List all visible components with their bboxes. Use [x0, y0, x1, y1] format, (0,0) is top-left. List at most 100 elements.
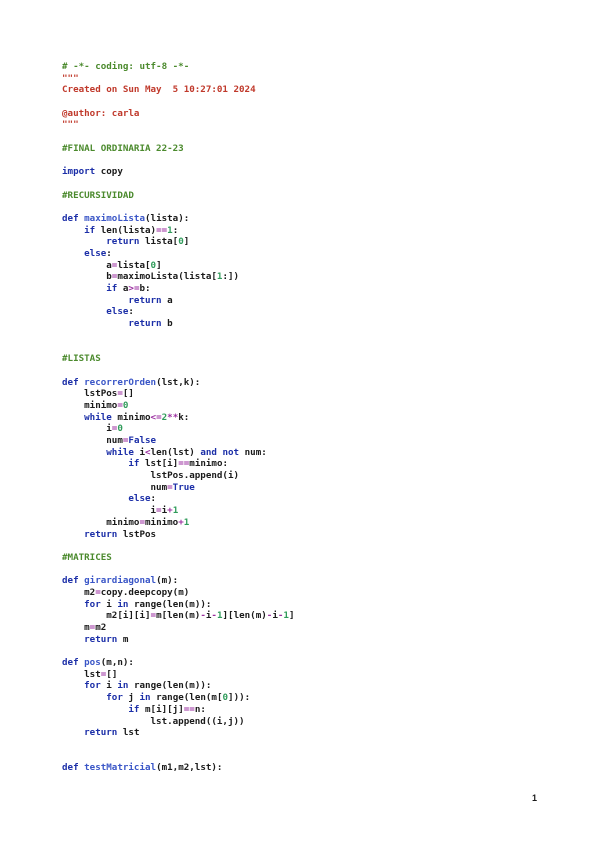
code-token: def [62, 575, 85, 587]
code-token [62, 458, 128, 469]
code-token: return [84, 528, 118, 540]
code-token [62, 236, 106, 247]
code-token: maximoLista [84, 212, 145, 224]
code-line: def girardiagonal(m): [62, 575, 295, 587]
code-line: minimo=0 [62, 400, 295, 412]
code-line: #LISTAS [62, 353, 295, 365]
code-line [62, 155, 295, 167]
code-token: Created on Sun May 5 10:27:01 2024 [62, 84, 256, 96]
code-token: False [128, 435, 157, 446]
code-token: minimo [111, 411, 151, 423]
code-token: def [62, 762, 85, 774]
code-line: minimo=minimo+1 [62, 517, 295, 529]
code-token: k: [178, 411, 190, 423]
code-token: (m1,m2,lst): [156, 762, 223, 774]
code-line: lst=[] [62, 669, 295, 681]
code-token [62, 283, 106, 294]
code-line: m2=copy.deepcopy(m) [62, 587, 295, 599]
code-token: return [84, 727, 118, 739]
code-token: maximoLista(lista[ [117, 271, 217, 283]
code-token: m2 [62, 586, 96, 598]
code-token [62, 306, 106, 317]
code-token: lst [117, 727, 140, 739]
code-token: i [62, 423, 112, 435]
code-line: i=i+1 [62, 505, 295, 517]
code-token: >= [128, 283, 140, 295]
code-token: copy [95, 166, 123, 178]
code-token: and not [200, 446, 240, 458]
code-line [62, 739, 295, 751]
code-token: = [100, 668, 107, 680]
code-token: = [95, 586, 101, 598]
code-token: import [62, 166, 96, 178]
code-line: while i<len(lst) and not num: [62, 447, 295, 459]
code-token: - [211, 610, 217, 622]
code-line: b=maximoLista(lista[1:]) [62, 271, 295, 283]
code-token: [] [106, 668, 118, 680]
code-token: else [128, 493, 151, 505]
code-line: num=True [62, 482, 295, 494]
code-token: n: [194, 703, 206, 715]
code-token: 0 [122, 399, 129, 411]
code-token: else [106, 306, 129, 318]
code-token: True [172, 481, 195, 493]
code-token: lst[i] [139, 458, 179, 470]
code-token: #LISTAS [62, 353, 101, 365]
code-line: #MATRICES [62, 552, 295, 564]
code-token: num: [239, 446, 267, 458]
code-token: 1 [172, 505, 179, 517]
code-token: i [100, 680, 118, 692]
code-token: # -*- coding: utf-8 -*- [62, 61, 190, 72]
code-token: else [84, 248, 107, 259]
code-token: in [139, 692, 151, 704]
code-token [62, 412, 84, 423]
code-line: lst.append((i,j)) [62, 716, 295, 728]
code-token [62, 248, 84, 259]
code-token: ] [183, 236, 190, 248]
code-token: = [111, 423, 118, 435]
code-line [62, 645, 295, 657]
code-token: copy.deepcopy(m) [100, 586, 190, 598]
code-token: return [128, 318, 162, 330]
code-token: testMatricial [84, 762, 157, 774]
code-token: i [62, 505, 157, 517]
code-token: lstPos [62, 388, 118, 400]
code-token: == [156, 224, 168, 236]
code-line: else: [62, 306, 295, 318]
code-token: = [111, 271, 118, 283]
code-line: if lst[i]==minimo: [62, 458, 295, 470]
code-token: girardiagonal [84, 575, 157, 587]
code-token [62, 529, 84, 540]
code-token [62, 599, 84, 610]
code-line: a=lista[0] [62, 260, 295, 272]
code-token: ][len(m) [222, 610, 267, 622]
code-line: Created on Sun May 5 10:27:01 2024 [62, 84, 295, 96]
code-token: minimo: [189, 458, 229, 470]
code-line: i=0 [62, 423, 295, 435]
code-token: in [117, 680, 129, 692]
code-token: @author: carla [62, 107, 140, 119]
code-token: (m): [156, 575, 179, 587]
code-token: for [84, 680, 101, 692]
code-token: = [167, 481, 173, 493]
code-line: for j in range(len(m[0])): [62, 692, 295, 704]
code-line: if len(lista)==1: [62, 225, 295, 237]
code-token: lstPos [117, 528, 157, 540]
code-token: (m,n): [100, 657, 134, 669]
code-token: = [89, 622, 96, 633]
code-token: def [62, 657, 85, 669]
code-token: return [84, 633, 118, 645]
code-line: for i in range(len(m)): [62, 680, 295, 692]
code-line: return lst [62, 727, 295, 739]
code-token: 0 [117, 423, 123, 435]
code-token: - [200, 610, 206, 622]
code-token: = [156, 505, 162, 517]
code-token: j [122, 692, 140, 704]
code-line [62, 751, 295, 763]
code-token: ])): [228, 692, 251, 704]
code-token: for [84, 598, 101, 610]
code-token: """ [62, 72, 79, 84]
code-token [62, 295, 128, 306]
code-block: # -*- coding: utf-8 -*-"""Created on Sun… [62, 61, 295, 774]
